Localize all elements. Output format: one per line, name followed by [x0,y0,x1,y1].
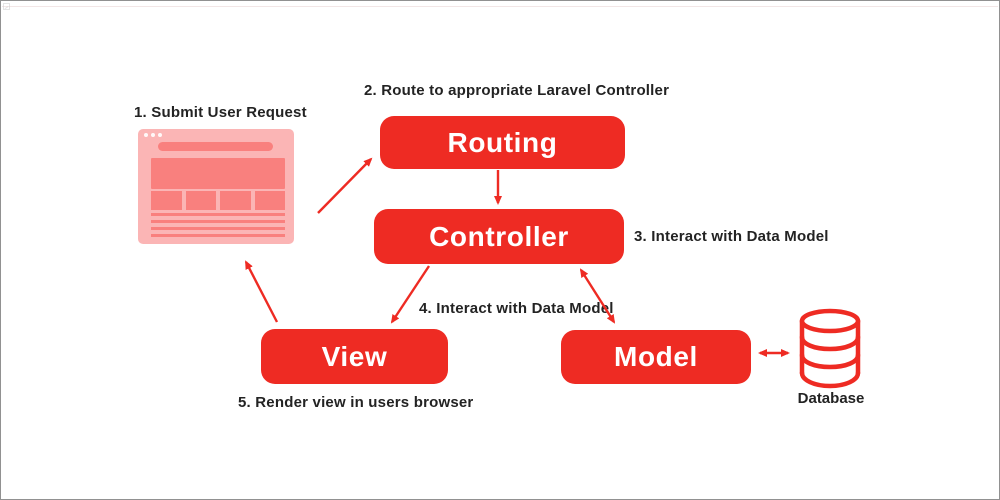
database-icon [799,308,861,389]
node-controller-label: Controller [429,220,569,252]
node-model: Model [561,330,751,384]
node-controller: Controller [374,209,624,264]
database-label: Database [797,390,865,407]
step-label-interact-model-3: 3. Interact with Data Model [634,228,829,245]
browser-window-icon [138,129,294,244]
browser-addressbar [158,142,273,151]
broken-image-icon [3,3,10,10]
node-view: View [261,329,448,384]
arrow-browser-to-routing [317,157,373,214]
browser-card-row [151,191,285,210]
node-routing-label: Routing [447,126,558,158]
node-view-label: View [321,340,388,372]
step-label-interact-model-4: 4. Interact with Data Model [419,300,614,317]
arrow-view-to-browser [244,260,279,323]
node-routing: Routing [380,116,625,169]
step-label-render-view: 5. Render view in users browser [238,394,474,411]
node-model-label: Model [614,341,698,372]
step-label-route-controller: 2. Route to appropriate Laravel Controll… [364,82,670,99]
browser-hero-block [151,158,285,189]
top-divider [2,6,998,7]
step-label-submit-request: 1. Submit User Request [134,104,307,121]
browser-text-lines [151,213,285,241]
browser-dots-icon [144,133,162,137]
